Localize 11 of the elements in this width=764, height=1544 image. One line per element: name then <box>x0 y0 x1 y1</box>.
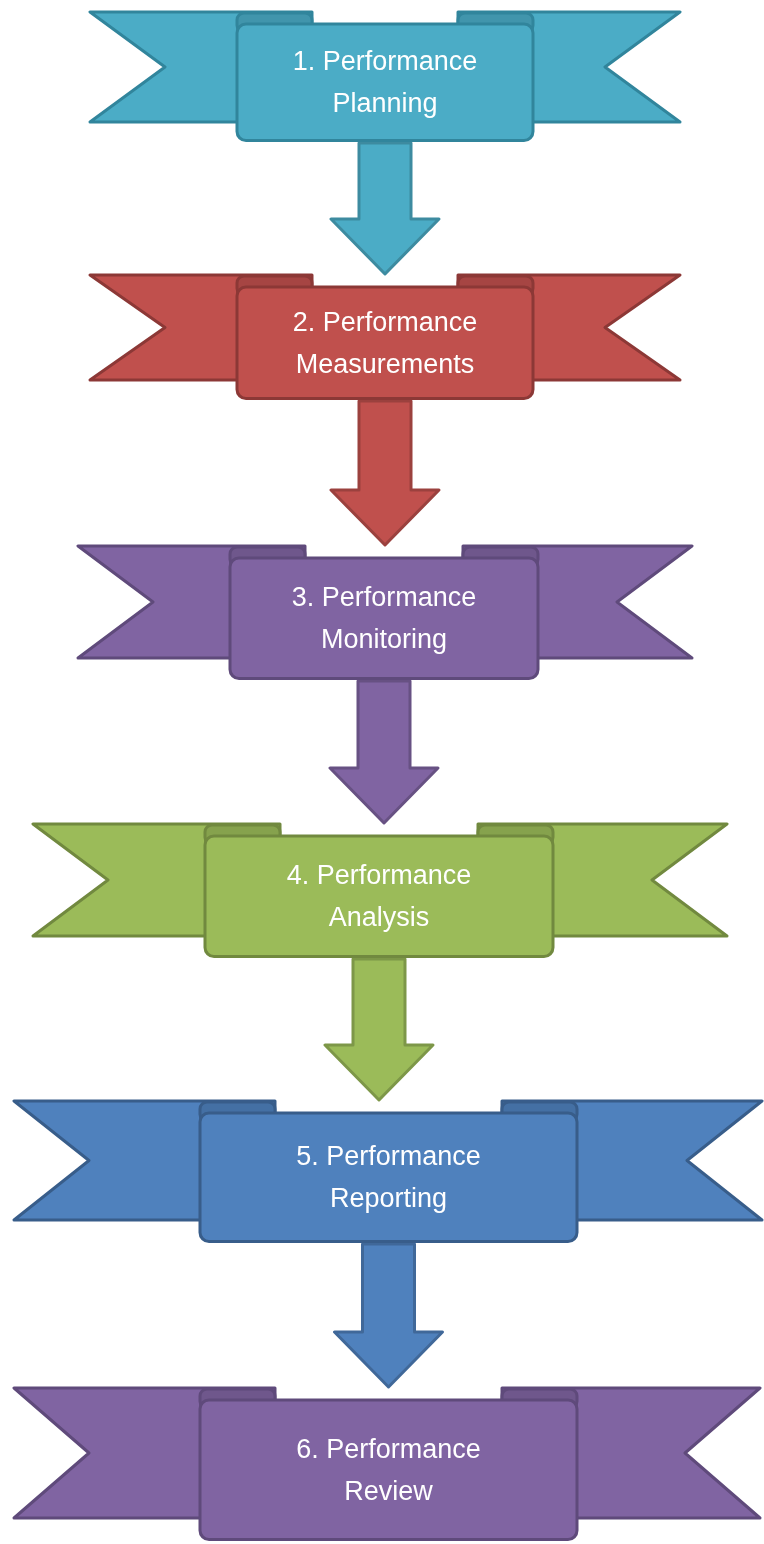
block-arrow <box>323 957 435 1102</box>
block-arrow <box>329 399 441 547</box>
step-label: 4. Performance Analysis <box>285 859 473 934</box>
step-label: 1. Performance Planning <box>291 45 479 120</box>
step-label: 5. Performance Reporting <box>295 1140 482 1215</box>
block-arrow <box>329 141 441 276</box>
block-arrow <box>328 679 440 825</box>
step-label: 3. Performance Monitoring <box>290 581 478 656</box>
block-arrow <box>333 1242 444 1389</box>
step-label: 2. Performance Measurements <box>291 305 479 381</box>
step-label: 6. Performance Review <box>295 1432 482 1508</box>
